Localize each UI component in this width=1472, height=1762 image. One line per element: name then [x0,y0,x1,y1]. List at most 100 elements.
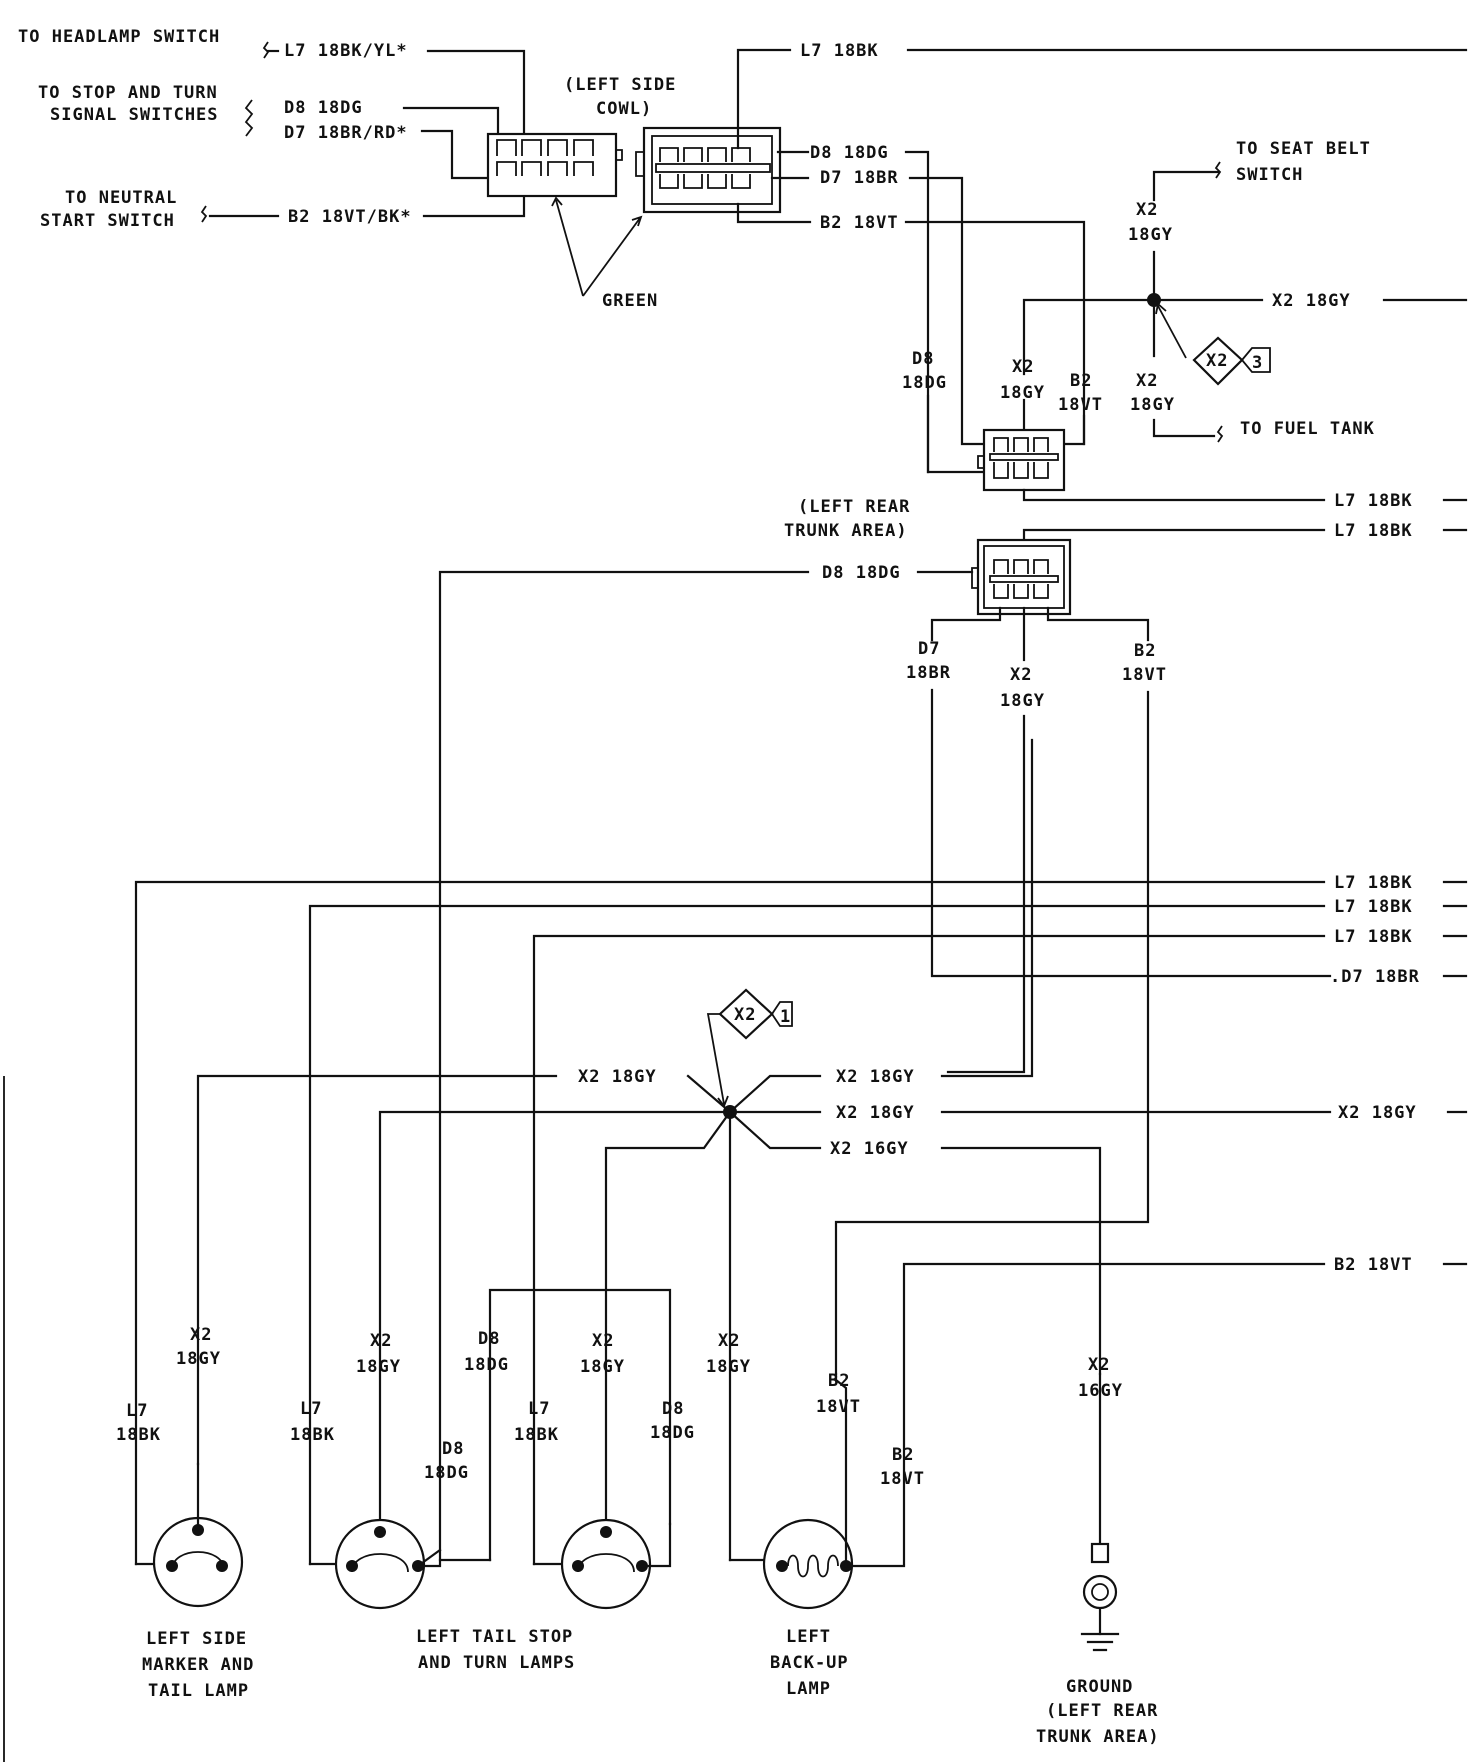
lower-diamond-ref: 1 [780,1007,791,1027]
backup-label-1: LEFT [786,1627,831,1647]
right-d7: .D7 18BR [1330,967,1420,987]
lamp-tail-stop-2 [560,1518,652,1610]
trunk-v-x2-1: X2 [1010,665,1032,685]
wire-d8: D8 18DG [284,98,363,118]
ground-terminal [1090,1542,1110,1564]
cowl-connector-body [642,126,782,214]
tail-stop-label-1: LEFT TAIL STOP [416,1627,573,1647]
tag-x2-a: X2 [190,1325,212,1345]
tag-gy-b: 18GY [356,1357,401,1377]
tag-x2-b: X2 [370,1331,392,1351]
wire-break-mark [262,41,270,59]
to-headlamp-switch-label: TO HEADLAMP SWITCH [18,27,220,47]
upper-right-l7: L7 18BK [1334,491,1413,511]
cowl-wire-d7: D7 18BR [820,168,899,188]
lower-wire-tags: L7 18BK X2 18GY L7 18BK X2 18GY D8 18DG … [116,1288,1122,1562]
lamp-labels: LEFT SIDE MARKER AND TAIL LAMP LEFT TAIL… [142,1627,1160,1747]
tag-l7-d: L7 [528,1399,550,1419]
lamp-tail-stop-1 [334,1518,426,1610]
ground-label-1: GROUND [1066,1677,1133,1697]
trunk-wire-d8: D8 18DG [822,563,901,583]
to-seat-belt-label-1: TO SEAT BELT [1236,139,1371,159]
to-neutral-label-2: START SWITCH [40,211,175,231]
tag-gy-a: 18GY [176,1349,221,1369]
right-x2: X2 18GY [1338,1103,1417,1123]
splice-x2-bottom: X2 [1136,371,1158,391]
cowl-wire-l7: L7 18BK [800,41,879,61]
backup-label-2: BACK-UP [770,1653,849,1673]
vert-b2-2: 18VT [1058,395,1103,415]
wire-l7-bkyl: L7 18BK/YL* [284,41,408,61]
vert-x2-1: X2 [1012,357,1034,377]
connector-left-rear-trunk: (LEFT REAR TRUNK AREA) L7 18BK D8 18DG D… [438,497,1468,1566]
trunk-wire-l7: L7 18BK [1334,521,1413,541]
trunk-v-d7-2: 18BR [906,663,951,683]
to-stop-turn-label-2: SIGNAL SWITCHES [50,105,219,125]
lower-x2-right2: X2 18GY [836,1103,915,1123]
trunk-v-b2-2: 18VT [1122,665,1167,685]
wire-break-mark [200,205,208,223]
splice-gy-bottom: 18GY [1130,395,1175,415]
inline-connector-green: TO HEADLAMP SWITCH TO STOP AND TURN SIGN… [18,27,658,311]
tag-dg-c: 18DG [464,1355,509,1375]
cowl-label-2: COWL) [596,99,652,119]
tag-dg-d: 18DG [650,1423,695,1443]
tag-x2-g: X2 [1088,1355,1110,1375]
ground-symbol [1080,1632,1120,1652]
tag-dg-b: 18DG [424,1463,469,1483]
trunk-label-2: TRUNK AREA) [784,521,908,541]
wire-b2-vtbk: B2 18VT/BK* [288,207,412,227]
ground-eyelet [1082,1574,1118,1610]
wire-d7-brrd: D7 18BR/RD* [284,123,408,143]
trunk-connector-body [976,538,1072,616]
tag-b2-f: B2 [892,1445,914,1465]
tag-d8-d: D8 [662,1399,684,1419]
tag-bk-a: 18BK [116,1425,161,1445]
tag-bk-d: 18BK [514,1425,559,1445]
tag-l7-b: L7 [300,1399,322,1419]
green-callout: GREEN [602,291,658,311]
vert-d8-2: 18DG [902,373,947,393]
vert-b2-1: B2 [1070,371,1092,391]
lower-x2-right1: X2 18GY [836,1067,915,1087]
tag-l7-a: L7 [126,1401,148,1421]
wire-break-mark [244,99,254,137]
to-neutral-label-1: TO NEUTRAL [65,188,177,208]
tag-d8-c: D8 [478,1329,500,1349]
side-marker-label-3: TAIL LAMP [148,1681,249,1701]
lower-x2-left: X2 18GY [578,1067,657,1087]
trunk-v-x2-2: 18GY [1000,691,1045,711]
splice-diamond-code: X2 [1206,351,1228,371]
right-b2: B2 18VT [1334,1255,1413,1275]
backup-label-3: LAMP [786,1679,831,1699]
vert-x2-2: 18GY [1000,383,1045,403]
upper-splice: TO SEAT BELT SWITCH X2 18GY X2 18GY X2 3… [902,139,1468,511]
tail-stop-label-2: AND TURN LAMPS [418,1653,575,1673]
cowl-wire-d8: D8 18DG [810,143,889,163]
tag-gy-e: 18GY [706,1357,751,1377]
ground-label-3: TRUNK AREA) [1036,1727,1160,1747]
splice-gy-top: 18GY [1128,225,1173,245]
splice-diamond-ref: 3 [1252,353,1263,373]
lower-x2-16: X2 16GY [830,1139,909,1159]
right-l7-1: L7 18BK [1334,873,1413,893]
tag-vt-f: 18VT [880,1469,925,1489]
to-stop-turn-label-1: TO STOP AND TURN [38,83,218,103]
connector-left-side-cowl: (LEFT SIDE COWL) L7 18BK D8 18DG D7 18BR… [564,41,1468,474]
tag-x2-e: X2 [718,1331,740,1351]
to-fuel-tank-label: TO FUEL TANK [1240,419,1375,439]
to-seat-belt-label-2: SWITCH [1236,165,1303,185]
trunk-v-b2-1: B2 [1134,641,1156,661]
trunk-label-1: (LEFT REAR [798,497,910,517]
tag-d8-b: D8 [442,1439,464,1459]
inline-connector-body [486,132,618,198]
lower-splice: X2 1 X2 18GY X2 18GY X2 18GY X2 16GY [196,738,1332,1562]
lamps [134,1372,1120,1652]
lower-diamond-code: X2 [734,1005,756,1025]
ground-label-2: (LEFT REAR [1046,1701,1158,1721]
right-l7-2: L7 18BK [1334,897,1413,917]
tag-b2-e: B2 [828,1371,850,1391]
right-l7-3: L7 18BK [1334,927,1413,947]
cowl-label-1: (LEFT SIDE [564,75,676,95]
vert-d8-1: D8 [912,349,934,369]
